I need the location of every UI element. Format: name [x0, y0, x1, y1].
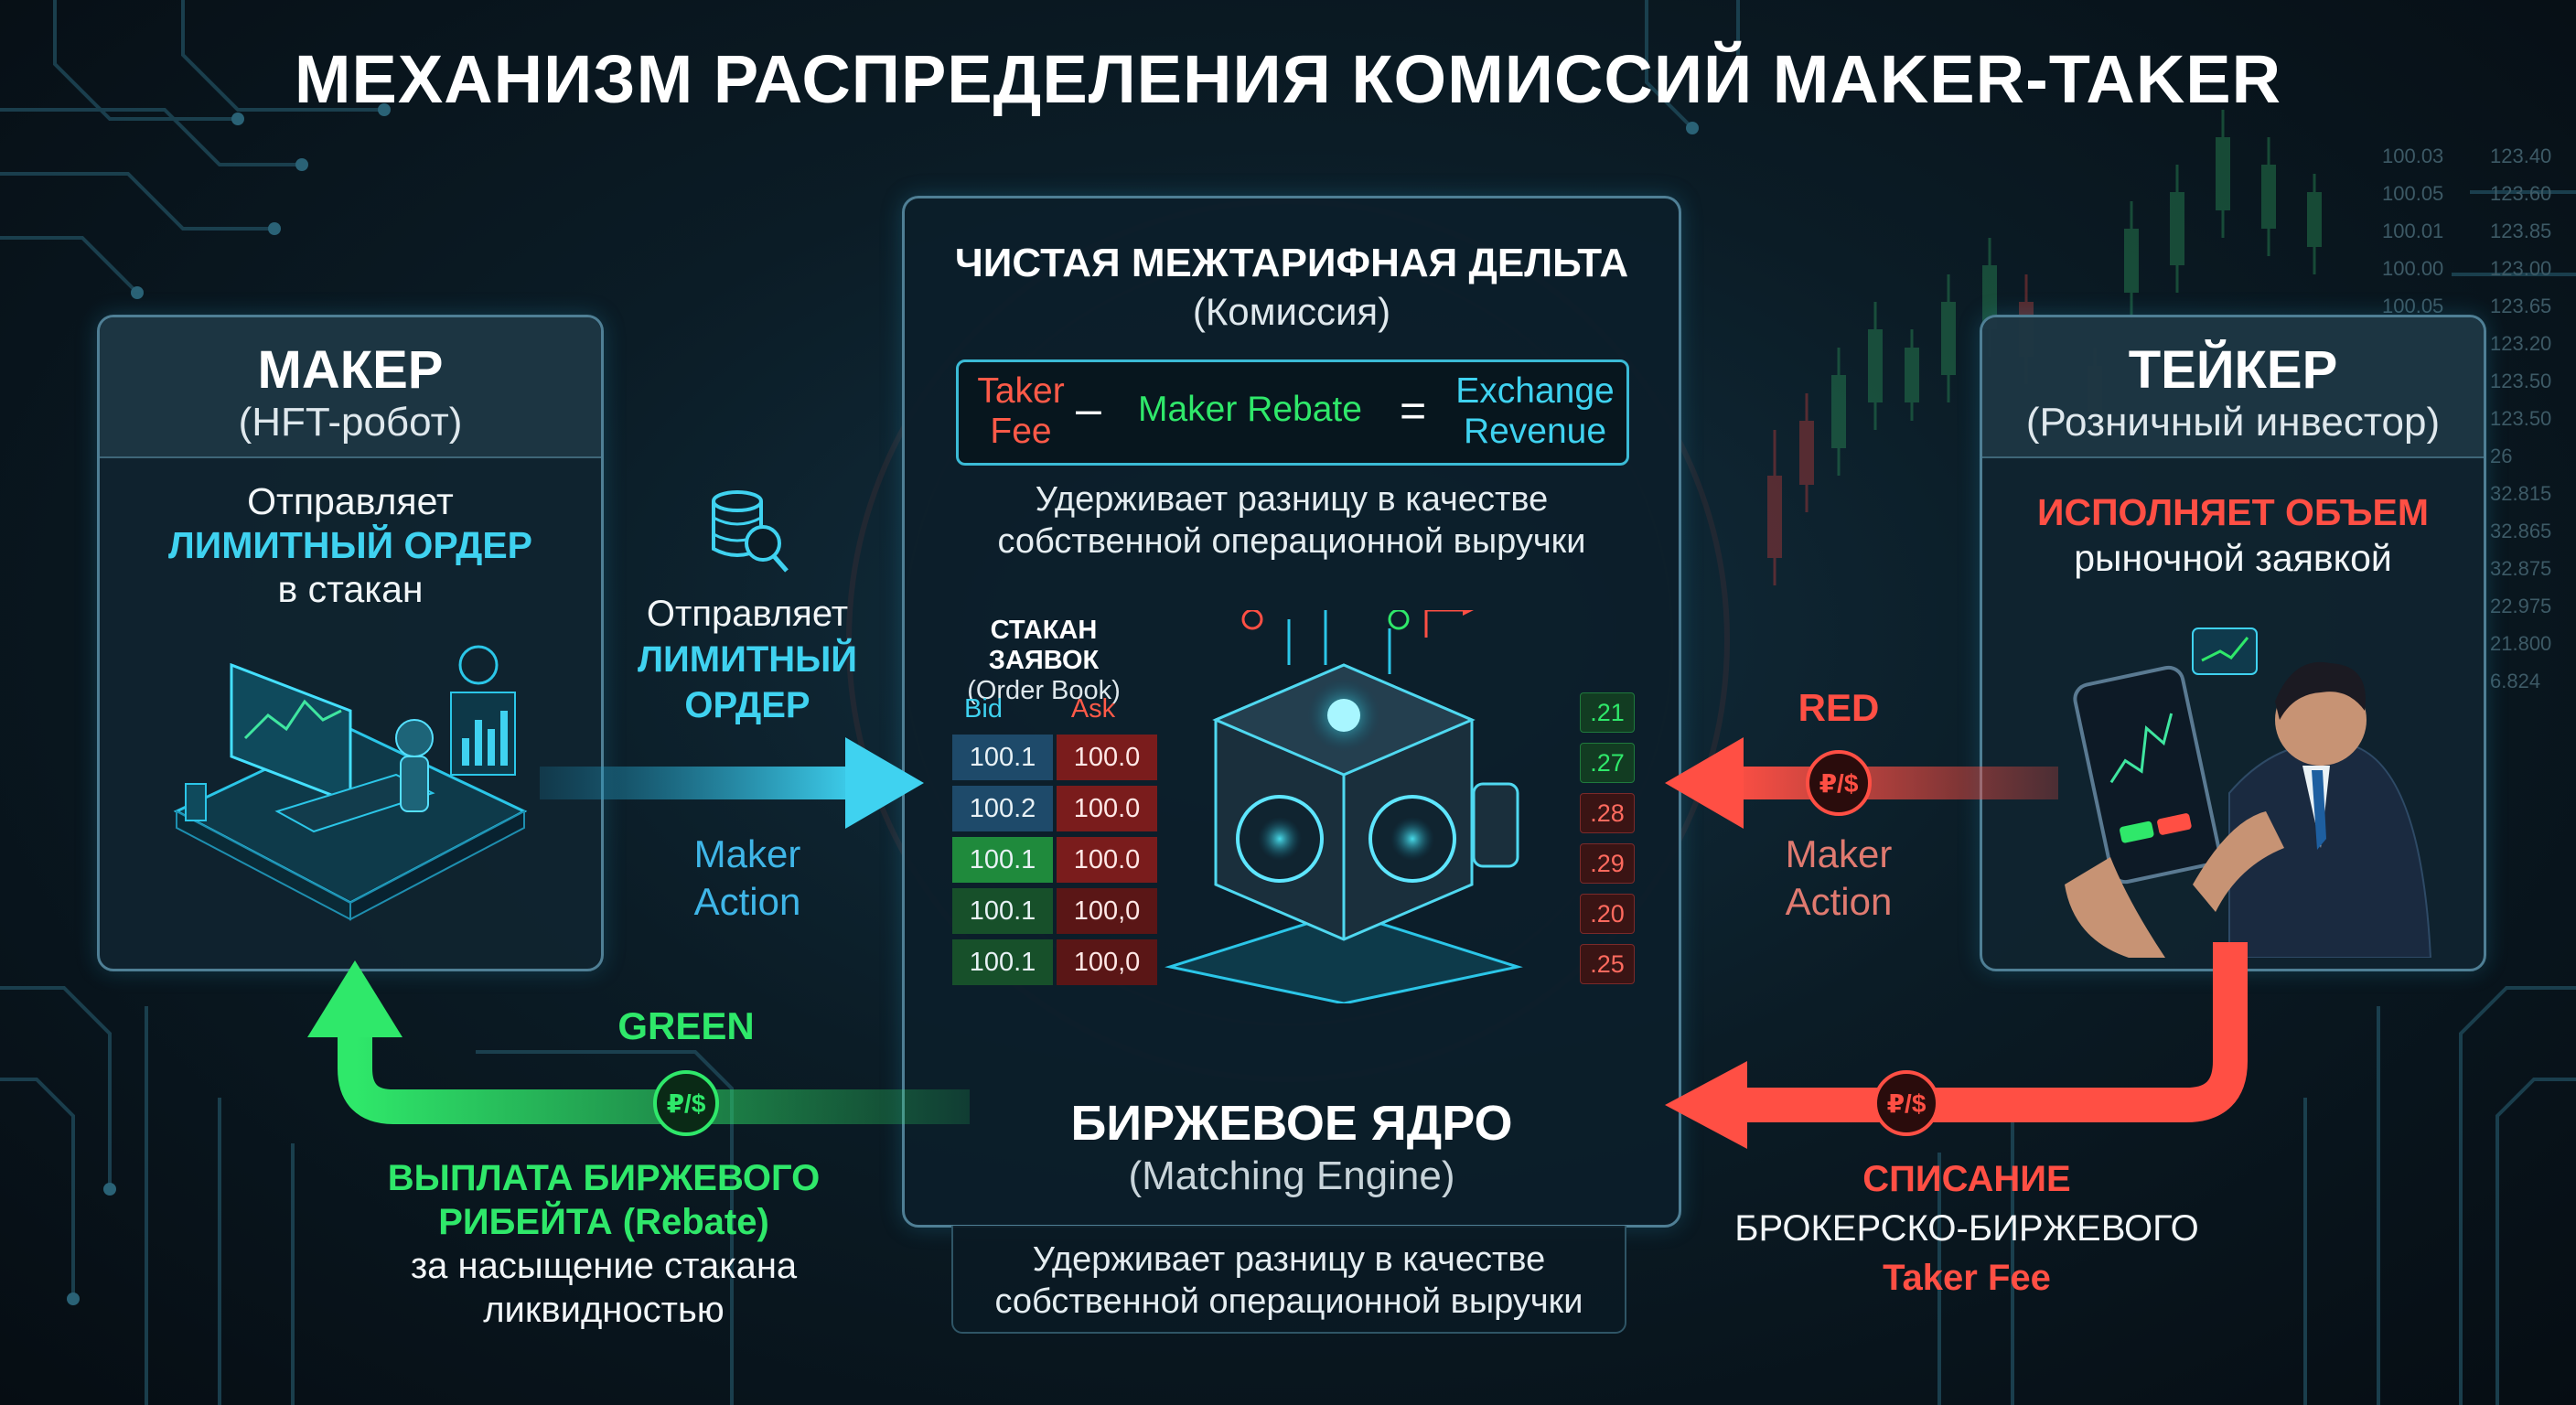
order-book-bid-cell: 100.1: [952, 837, 1053, 883]
maker-subtitle: (HFT-робот): [238, 400, 463, 445]
coin-label-green: ₽/$: [666, 1089, 706, 1118]
coin-label-red-bottom: ₽/$: [1886, 1089, 1927, 1118]
page-title: МЕХАНИЗМ РАСПРЕДЕЛЕНИЯ КОМИССИЙ MAKER-TA…: [294, 41, 2282, 117]
order-book-header: СТАКАН ЗАЯВОК (Order Book): [967, 616, 1121, 705]
coin-icon-red-bottom: [1873, 1070, 1939, 1136]
hft-workstation-illustration: [173, 645, 528, 921]
green-label: GREEN: [617, 1004, 755, 1047]
maker-panel: МАКЕР (HFT-робот) Отправляет ЛИМИТНЫЙ ОР…: [97, 315, 604, 971]
maker-panel-header: [100, 317, 601, 458]
taker-order-arrow: [1665, 737, 2058, 829]
rebate-arrow: [307, 960, 970, 1124]
engine-subtitle: (Matching Engine): [1128, 1153, 1455, 1198]
coin-label-red-top: ₽/$: [1819, 769, 1859, 798]
formula-maker-rebate: Maker Rebate: [1138, 390, 1362, 429]
taker-fee-arrow: [1665, 942, 2248, 1149]
ask-header: Ask: [1070, 694, 1116, 724]
order-book-bid-cell: 100.1: [952, 939, 1053, 985]
engine-title: БИРЖЕВОЕ ЯДРО: [1070, 1096, 1513, 1151]
maker-text-3: в стакан: [277, 568, 424, 610]
spread-value: .20: [1580, 894, 1635, 934]
spread-value: .25: [1580, 944, 1635, 984]
order-book-ask-cell: 100.0: [1057, 837, 1157, 883]
taker-panel: ТЕЙКЕР (Розничный инвестор) ИСПОЛНЯЕТ ОБ…: [1980, 315, 2486, 971]
taker-panel-header: [1982, 317, 2484, 458]
maker-order-arrow: [540, 737, 924, 829]
order-book-bid-cell: 100.1: [952, 735, 1053, 780]
spread-value: .21: [1580, 692, 1635, 733]
exchange-center-panel: ЧИСТАЯ МЕЖТАРИФНАЯ ДЕЛЬТА (Комиссия) Tak…: [902, 196, 1681, 1228]
maker-text-2: ЛИМИТНЫЙ ОРДЕР: [167, 524, 533, 566]
bid-header: Bid: [964, 694, 1003, 724]
taker-fee-text: СПИСАНИЕ БРОКЕРСКО-БИРЖЕВОГО Taker Fee: [1734, 1159, 2199, 1298]
taker-text-1: ИСПОЛНЯЕТ ОБЪЕМ: [2037, 491, 2429, 533]
rebate-text: ВЫПЛАТА БИРЖЕВОГО РИБЕЙТА (Rebate) за на…: [387, 1158, 821, 1330]
order-book-bid-cell: 100.1: [952, 888, 1053, 934]
order-book-ask-cell: 100.0: [1057, 786, 1157, 831]
retail-investor-illustration: [2065, 627, 2432, 958]
maker-title: МАКЕР: [257, 340, 444, 400]
formula-equals: =: [1400, 385, 1427, 436]
order-book-ask-cell: 100,0: [1057, 939, 1157, 985]
spread-value: .28: [1580, 793, 1635, 833]
taker-title: ТЕЙКЕР: [2128, 340, 2338, 400]
left-flow-text: Отправляет ЛИМИТНЫЙ ОРДЕР: [637, 594, 858, 725]
matching-engine-illustration: [1165, 610, 1523, 1003]
spread-value: .27: [1580, 743, 1635, 783]
order-book-ask-cell: 100.0: [1057, 735, 1157, 780]
order-book-bid-cell: 100.2: [952, 786, 1053, 831]
formula-minus: –: [1076, 383, 1101, 434]
order-book-ask-cell: 100,0: [1057, 888, 1157, 934]
red-label: RED: [1798, 686, 1880, 729]
coin-icon-red-top: [1806, 750, 1872, 816]
taker-text-2: рыночной заявкой: [2074, 537, 2392, 579]
coin-stack-icon: [712, 490, 789, 573]
maker-text-1: Отправляет: [247, 480, 454, 522]
delta-title: ЧИСТАЯ МЕЖТАРИФНАЯ ДЕЛЬТА: [954, 241, 1629, 285]
spread-value: .29: [1580, 843, 1635, 884]
taker-subtitle: (Розничный инвестор): [2025, 400, 2441, 445]
delta-subtitle: (Комиссия): [1192, 290, 1391, 333]
coin-icon-green: [653, 1070, 719, 1136]
